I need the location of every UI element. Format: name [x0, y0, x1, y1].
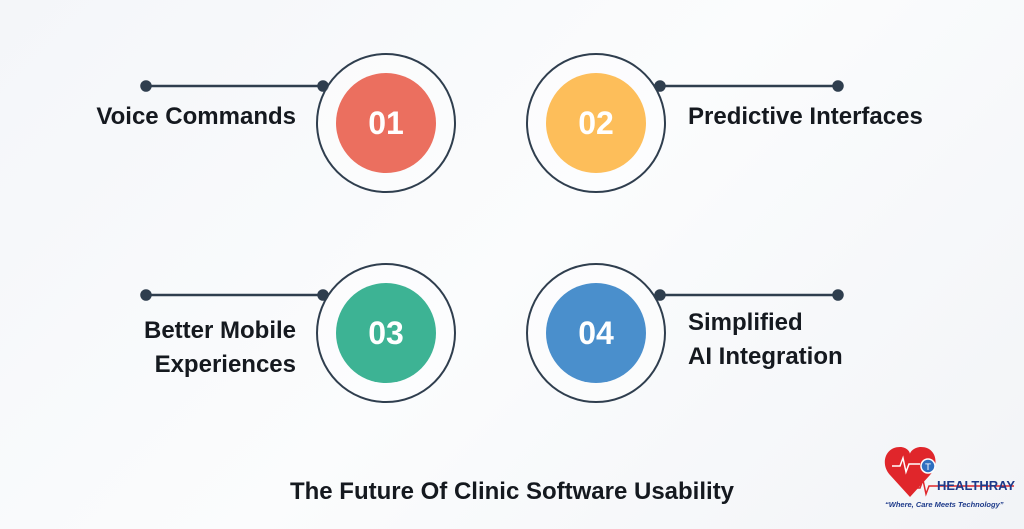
- connector-dot: [140, 289, 152, 301]
- step-label-03-line2: Experiences: [154, 351, 296, 378]
- step-circle-04: 04: [526, 263, 666, 403]
- step-number-02: 02: [546, 73, 646, 173]
- connector-dot: [140, 80, 152, 92]
- step-number-03: 03: [336, 283, 436, 383]
- step-label-04: Simplified AI Integration: [688, 306, 843, 374]
- logo-brand: HEALTHRAY: [937, 478, 1016, 493]
- step-circle-02: 02: [526, 53, 666, 193]
- step-number-01: 01: [336, 73, 436, 173]
- step-circle-01: 01: [316, 53, 456, 193]
- step-circle-03: 03: [316, 263, 456, 403]
- step-label-03: Better Mobile Experiences: [144, 314, 296, 382]
- step-label-02: Predictive Interfaces: [688, 103, 923, 130]
- healthray-logo-heart-icon: T: [884, 447, 1014, 497]
- step-label-03-line1: Better Mobile: [143, 317, 296, 344]
- connector-dot: [832, 289, 844, 301]
- connector-dot: [654, 289, 666, 301]
- step-label-04-line2: AI Integration: [688, 343, 843, 370]
- logo-tagline: “Where, Care Meets Technology”: [885, 500, 1004, 509]
- step-number-04: 04: [546, 283, 646, 383]
- svg-text:T: T: [924, 463, 931, 473]
- infographic-title: The Future Of Clinic Software Usability: [289, 478, 735, 505]
- step-label-01: Voice Commands: [96, 103, 296, 130]
- step-label-04-line1: Simplified: [688, 309, 803, 336]
- connector-dot: [832, 80, 844, 92]
